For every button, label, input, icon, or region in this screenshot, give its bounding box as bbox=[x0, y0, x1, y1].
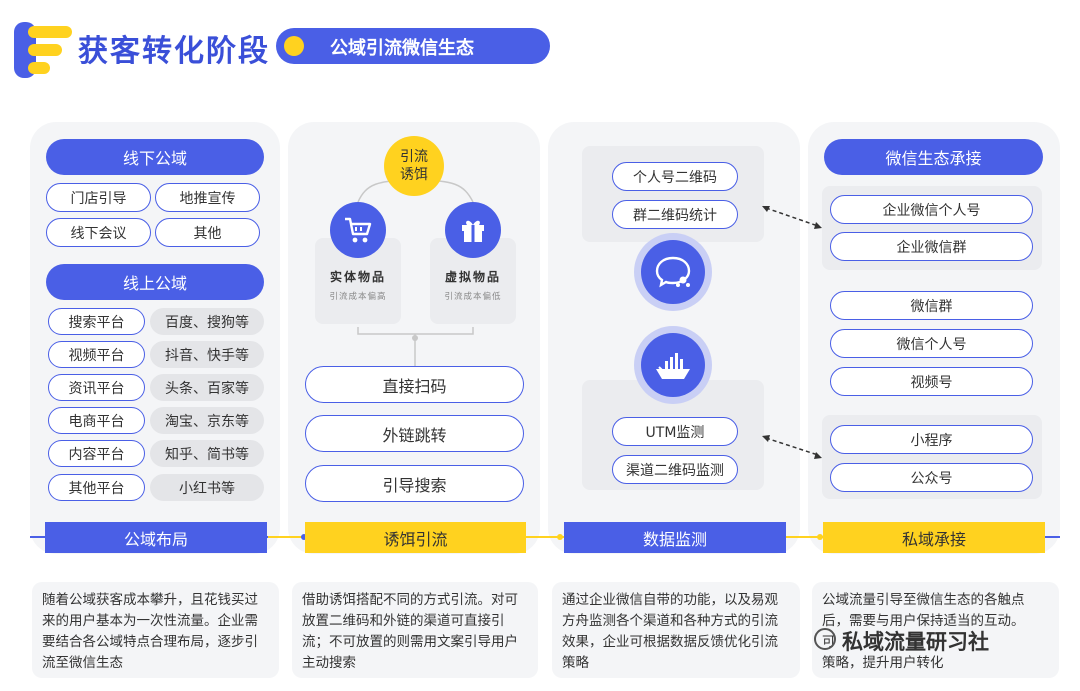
monitor-item: 渠道二维码监测 bbox=[612, 455, 738, 484]
analytics-ship-icon bbox=[634, 326, 712, 404]
online-header: 线上公域 bbox=[46, 264, 264, 300]
platform-examples: 百度、搜狗等 bbox=[150, 308, 264, 335]
platform-examples: 淘宝、京东等 bbox=[150, 407, 264, 434]
wechat-eco-header: 微信生态承接 bbox=[824, 139, 1043, 175]
stage-monitor: 数据监测 bbox=[564, 522, 786, 553]
lure-line1: 引流 bbox=[400, 149, 428, 165]
timeline-segment bbox=[526, 536, 566, 538]
virtual-title: 虚拟物品 bbox=[444, 270, 501, 284]
monitor-item: 个人号二维码 bbox=[612, 162, 738, 191]
physical-sub: 引流成本偏高 bbox=[329, 292, 387, 302]
timeline-dot bbox=[817, 534, 823, 540]
offline-item: 地推宣传 bbox=[155, 183, 260, 212]
wechat-watermark-icon bbox=[814, 628, 836, 650]
platform-item: 搜索平台 bbox=[48, 308, 145, 335]
desc-public-layout: 随着公域获客成本攀升，且花钱买过来的用户基本为一次性流量。企业需要结合各公域特点… bbox=[32, 582, 279, 678]
desc-monitor: 通过企业微信自带的功能，以及易观方舟监测各个渠道和各种方式的引流效果，企业可根据… bbox=[552, 582, 800, 678]
offline-item: 线下会议 bbox=[46, 218, 151, 247]
physical-title: 实体物品 bbox=[329, 270, 386, 284]
platform-examples: 头条、百家等 bbox=[150, 374, 264, 401]
touchpoint-item: 微信群 bbox=[830, 291, 1033, 320]
method-scan: 直接扫码 bbox=[305, 366, 524, 403]
platform-item: 内容平台 bbox=[48, 440, 145, 467]
platform-examples: 抖音、快手等 bbox=[150, 341, 264, 368]
offline-item: 门店引导 bbox=[46, 183, 151, 212]
timeline-dot bbox=[557, 534, 563, 540]
dashed-arrows bbox=[762, 206, 822, 459]
timeline-segment bbox=[268, 536, 308, 538]
virtual-sub: 引流成本偏低 bbox=[444, 292, 502, 302]
touchpoint-item: 微信个人号 bbox=[830, 329, 1033, 358]
platform-examples: 知乎、简书等 bbox=[150, 440, 264, 467]
method-link: 外链跳转 bbox=[305, 415, 524, 452]
platform-item: 视频平台 bbox=[48, 341, 145, 368]
touchpoint-item: 企业微信群 bbox=[830, 232, 1033, 261]
subtitle: 公域引流微信生态 bbox=[330, 38, 474, 59]
stage-lure: 诱饵引流 bbox=[305, 522, 526, 553]
touchpoint-item: 小程序 bbox=[830, 425, 1033, 454]
page-title: 获客转化阶段 bbox=[78, 34, 270, 69]
dot-icon bbox=[284, 36, 304, 56]
platform-item: 其他平台 bbox=[48, 474, 145, 501]
monitor-item: 群二维码统计 bbox=[612, 200, 738, 229]
timeline-dot bbox=[301, 534, 307, 540]
desc-private: 公域流量引导至微信生态的各触点 后，需要与用户保持适当的互动。 可 策略，提升用… bbox=[812, 582, 1059, 678]
offline-header: 线下公域 bbox=[46, 139, 264, 175]
platform-item: 电商平台 bbox=[48, 407, 145, 434]
lure-circle: 引流诱饵 bbox=[384, 136, 444, 196]
lure-line2: 诱饵 bbox=[400, 167, 428, 183]
monitor-item: UTM监测 bbox=[612, 417, 738, 446]
stage-private: 私域承接 bbox=[823, 522, 1045, 553]
desc-private-line: 后，需要与用户保持适当的互动。 bbox=[822, 613, 1025, 629]
subtitle-pill bbox=[276, 28, 550, 64]
logo-icon bbox=[14, 22, 72, 78]
watermark-text: 私域流量研习社 bbox=[842, 630, 989, 654]
touchpoint-item: 视频号 bbox=[830, 367, 1033, 396]
desc-lure: 借助诱饵搭配不同的方式引流。对可放置二维码和外链的渠道可直接引流；不可放置的则需… bbox=[292, 582, 538, 678]
offline-item: 其他 bbox=[155, 218, 260, 247]
desc-private-line: 公域流量引导至微信生态的各触点 bbox=[822, 592, 1025, 608]
stage-public-layout: 公域布局 bbox=[45, 522, 267, 553]
touchpoint-item: 公众号 bbox=[830, 463, 1033, 492]
touchpoint-item: 企业微信个人号 bbox=[830, 195, 1033, 224]
desc-private-line: 策略，提升用户转化 bbox=[822, 655, 944, 671]
timeline-segment bbox=[786, 536, 826, 538]
platform-examples: 小红书等 bbox=[150, 474, 264, 501]
wecom-icon bbox=[634, 233, 712, 311]
gift-icon bbox=[445, 202, 501, 258]
platform-item: 资讯平台 bbox=[48, 374, 145, 401]
method-search: 引导搜索 bbox=[305, 465, 524, 502]
cart-icon bbox=[330, 202, 386, 258]
